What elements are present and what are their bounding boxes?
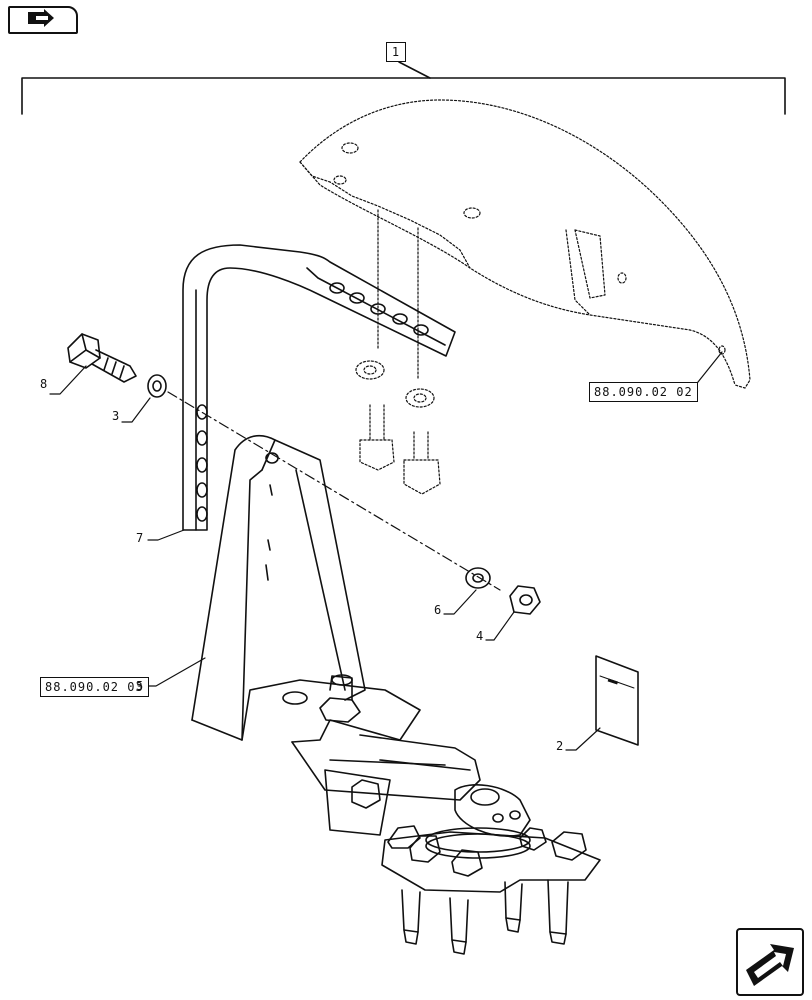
callout-2: 2 — [556, 739, 564, 753]
leader-lines — [49, 351, 723, 751]
callout-5: 5 — [136, 679, 144, 693]
assembly-tag: 1 — [386, 42, 406, 62]
decal-part-2 — [595, 655, 639, 746]
assembly-bracket — [21, 61, 786, 115]
callout-3: 3 — [112, 409, 120, 423]
strap-part-7 — [182, 244, 456, 531]
alignment-axis — [167, 391, 501, 591]
callout-4: 4 — [476, 629, 484, 643]
washer-part-6 — [465, 567, 491, 589]
bracket-part-5 — [191, 434, 531, 837]
callout-6: 6 — [434, 603, 442, 617]
callout-7: 7 — [136, 531, 144, 545]
bracket-nut — [319, 674, 381, 809]
fender-bolts — [355, 209, 441, 495]
book-arrow-icon[interactable] — [8, 6, 78, 34]
callout-8: 8 — [40, 377, 48, 391]
bolt-part-8 — [67, 333, 137, 383]
next-page-arrow-icon[interactable] — [736, 928, 804, 996]
washer-part-3 — [147, 374, 167, 398]
reference-fender[interactable]: 88.090.02 02 — [589, 382, 698, 402]
reference-bracket[interactable]: 88.090.02 03 — [40, 677, 149, 697]
clamp-assembly — [381, 825, 601, 955]
nut-part-4 — [509, 585, 541, 615]
fender-outline — [299, 99, 751, 389]
